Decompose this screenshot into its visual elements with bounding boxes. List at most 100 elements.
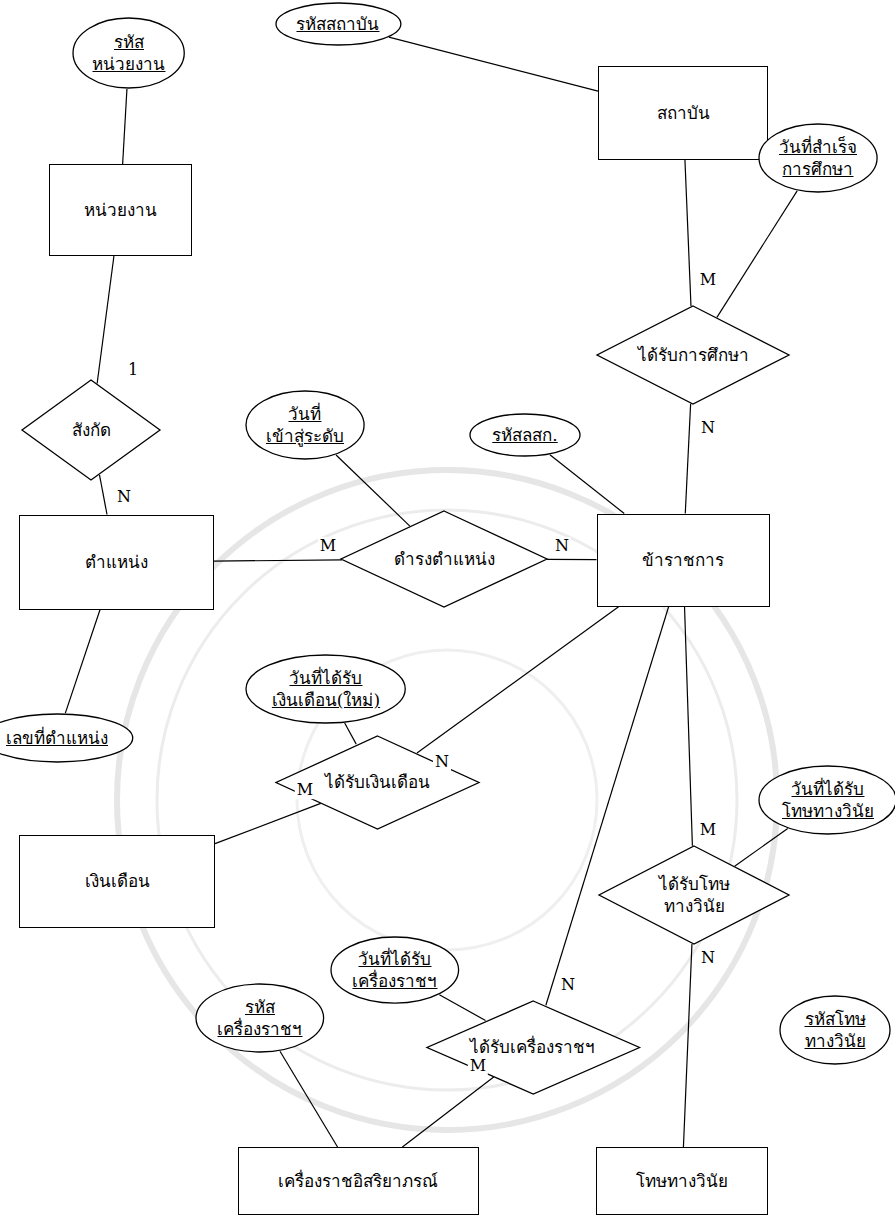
relationship-diamond: ดำรงตำแหน่ง: [340, 510, 548, 608]
relationship-line: [685, 160, 691, 306]
outline: [330, 936, 460, 1004]
ellipse-outline: [331, 937, 459, 1003]
line-segment: [336, 455, 410, 526]
line-segment: [439, 995, 485, 1021]
line-segment: [215, 803, 321, 843]
cardinality-label: M: [318, 537, 338, 555]
text-group: วันที่ได้รับ โทษทางวินัย: [782, 778, 874, 822]
line-segment: [685, 607, 693, 846]
node-label: เครื่องราชอิสริยาภรณ์: [278, 1170, 438, 1192]
cardinality-label: N: [559, 976, 577, 994]
ellipse-outline: [196, 984, 324, 1052]
relationship-line: [417, 607, 619, 754]
text-group: รหัสลสก.: [492, 424, 557, 446]
line-segment: [402, 1077, 493, 1147]
attribute-ellipse: วันที่สำเร็จ การศึกษา: [758, 123, 878, 193]
text-group: วันที่ได้รับ เงินเดือน(ใหม่): [272, 667, 380, 711]
text-group: ได้รับเงินเดือน: [325, 771, 430, 793]
attribute-ellipse: รหัสสถาบัน: [275, 2, 402, 46]
line-segment: [345, 723, 357, 744]
text-group: หน่วยงาน: [84, 199, 157, 221]
line-segment: [547, 559, 596, 560]
entity-box: เครื่องราชอิสริยาภรณ์: [238, 1147, 479, 1215]
relationship-line: [97, 256, 114, 383]
cardinality-label: N: [115, 488, 133, 506]
ellipse-outline: [470, 414, 580, 456]
text-group: รหัสโทษ ทางวินัย: [805, 1008, 866, 1052]
text-group: เงินเดือน: [85, 870, 150, 892]
node-label: วันที่ได้รับ เงินเดือน(ใหม่): [272, 667, 380, 711]
diamond-outline: [599, 846, 789, 944]
relationship-diamond: ได้รับโทษ ทางวินัย: [598, 845, 790, 945]
diamond-outline: [276, 736, 479, 829]
text-group: ดำรงตำแหน่ง: [394, 548, 495, 570]
text-group: โทษทางวินัย: [636, 1170, 728, 1192]
relationship-diamond: ได้รับเครื่องราชฯ: [426, 1000, 641, 1095]
relationship-line: [345, 723, 357, 744]
relationship-line: [550, 455, 624, 514]
cardinality-label: N: [699, 419, 717, 437]
outline: [245, 654, 406, 724]
line-segment: [99, 475, 107, 515]
outline: [758, 765, 895, 835]
entity-box: หน่วยงาน: [49, 164, 192, 256]
cardinality-label: N: [433, 753, 451, 771]
ellipse-outline: [246, 655, 405, 723]
line-segment: [683, 944, 692, 1147]
node-label: ได้รับเงินเดือน: [325, 771, 430, 793]
text-group: ได้รับโทษ ทางวินัย: [659, 873, 730, 917]
attribute-ellipse: รหัส หน่วยงาน: [72, 17, 185, 89]
line-segment: [685, 404, 690, 514]
cardinality-label: M: [698, 821, 718, 839]
node-label: เลขที่ตำแหน่ง: [6, 727, 108, 749]
attribute-ellipse: วันที่ได้รับ เครื่องราชฯ: [330, 936, 460, 1004]
relationship-line: [717, 191, 797, 317]
node-label: รหัสลสก.: [492, 424, 557, 446]
relationship-line: [65, 610, 100, 714]
node-label: ตำแหน่ง: [85, 551, 148, 573]
node-label: สังกัด: [72, 419, 111, 441]
relationship-line: [280, 1051, 338, 1147]
text-group: ได้รับเครื่องราชฯ: [470, 1036, 595, 1058]
attribute-ellipse: รหัสโทษ ทางวินัย: [779, 995, 891, 1065]
outline: [758, 123, 878, 193]
relationship-diamond: ได้รับการศึกษา: [596, 305, 790, 405]
line-segment: [550, 455, 624, 514]
outline: [779, 995, 891, 1065]
text-group: วันที่สำเร็จ การศึกษา: [779, 136, 857, 180]
relationship-line: [683, 944, 692, 1147]
node-label: ข้าราชการ: [642, 549, 724, 571]
text-group: ได้รับการศึกษา: [638, 344, 749, 366]
ellipse-outline: [246, 391, 364, 459]
text-group: ตำแหน่ง: [85, 551, 148, 573]
diamond-outline: [341, 511, 547, 607]
entity-box: เงินเดือน: [19, 835, 215, 928]
line-segment: [389, 37, 598, 91]
relationship-line: [214, 560, 342, 561]
line-segment: [280, 1051, 338, 1147]
ellipse-outline: [759, 124, 877, 192]
line-segment: [65, 610, 100, 714]
text-group: วันที่ เข้าสู่ระดับ: [266, 403, 344, 447]
cardinality-label: M: [468, 1057, 488, 1075]
node-label: วันที่ได้รับ โทษทางวินัย: [782, 778, 874, 822]
outline: [195, 983, 325, 1053]
node-label: รหัส เครื่องราชฯ: [217, 996, 302, 1040]
node-label: ได้รับการศึกษา: [638, 344, 749, 366]
text-group: เครื่องราชอิสริยาภรณ์: [278, 1170, 438, 1192]
line-segment: [735, 829, 788, 867]
cardinality-label: N: [699, 949, 717, 967]
text-group: เลขที่ตำแหน่ง: [6, 727, 108, 749]
relationship-line: [439, 995, 485, 1021]
line-segment: [214, 560, 342, 561]
outline: [598, 845, 790, 945]
relationship-line: [547, 559, 596, 560]
line-segment: [685, 160, 691, 306]
relationship-line: [389, 37, 598, 91]
ellipse-outline: [780, 996, 890, 1064]
node-label: โทษทางวินัย: [636, 1170, 728, 1192]
relationship-line: [402, 1077, 493, 1147]
text-group: รหัสสถาบัน: [296, 13, 379, 35]
